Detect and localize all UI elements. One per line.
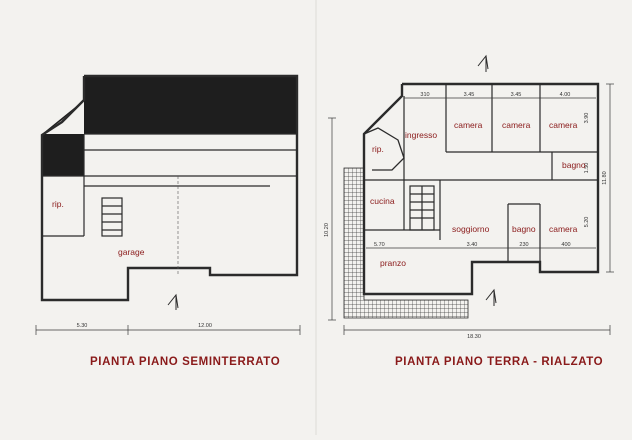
room-pranzo: pranzo (380, 258, 406, 268)
ground-floor-plan: 310 3.45 3.45 4.00 3.90 1.50 5.20 5.70 3… (324, 54, 614, 368)
basement-fill-left (42, 100, 84, 176)
room-garage: garage (118, 247, 145, 257)
dim-5-70: 5.70 (374, 242, 385, 248)
room-bagno-1: bagno (562, 160, 586, 170)
terrace-hatch (343, 167, 469, 319)
room-ingresso: ingresso (405, 130, 437, 140)
room-camera-3: camera (549, 120, 578, 130)
dim-18-30: 18.30 (467, 334, 481, 340)
ground-outer-wall (362, 82, 600, 296)
dim-4-00: 4.00 (560, 92, 571, 98)
dim-5-20: 5.20 (584, 217, 590, 228)
room-camera-2: camera (502, 120, 531, 130)
room-camera-1: camera (454, 120, 483, 130)
dim-10-20: 10.20 (324, 223, 330, 237)
dim-3-90: 3.90 (584, 113, 590, 124)
dim-3-45-a: 3.45 (464, 92, 475, 98)
dim-11-80: 11.80 (602, 171, 608, 184)
basement-outer-wall (40, 74, 299, 302)
room-camera-4: camera (549, 224, 578, 234)
basement-fill-top (84, 76, 297, 134)
dim-310: 310 (420, 92, 429, 98)
dim-230: 230 (519, 242, 528, 248)
room-rip: rip. (372, 144, 384, 154)
room-soggiorno: soggiorno (452, 224, 490, 234)
basement-stair (101, 197, 123, 237)
basement-title: PIANTA PIANO SEMINTERRATO (90, 356, 280, 368)
dim-400: 400 (561, 242, 570, 248)
dim-3-45-b: 3.45 (511, 92, 522, 98)
dim-1-50: 1.50 (584, 163, 590, 174)
dim-3-40: 3.40 (467, 242, 478, 248)
dim-12-00: 12.00 (198, 323, 212, 329)
dim-5-30: 5.30 (77, 323, 88, 329)
ground-floor-title: PIANTA PIANO TERRA - RIALZATO (395, 356, 603, 368)
room-bagno-2: bagno (512, 224, 536, 234)
basement-plan: 5.30 12.00 rip. garage PIANTA PIANO SEMI… (35, 74, 301, 368)
room-rip-basement: rip. (52, 199, 64, 209)
north-arrow-left (167, 293, 179, 310)
room-cucina: cucina (370, 196, 395, 206)
north-arrow-right (485, 288, 497, 306)
north-arrow-top (477, 54, 489, 72)
